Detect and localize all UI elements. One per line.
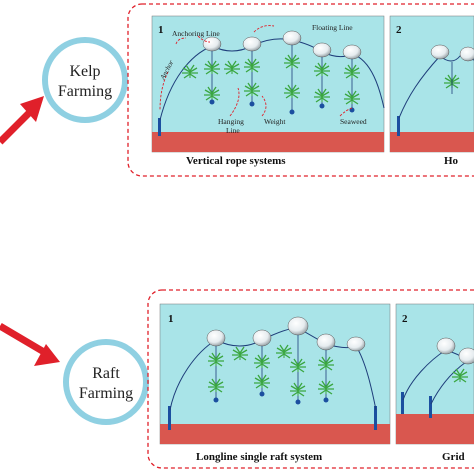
kelp-circle-label-2: Farming xyxy=(58,83,112,100)
buoy xyxy=(430,44,450,60)
buoy xyxy=(342,44,362,60)
raft-pointer-arrow xyxy=(0,322,60,366)
kelp-panel1-caption: Vertical rope systems xyxy=(186,155,286,167)
kelp-panel2-caption: Ho xyxy=(444,155,459,167)
seabed xyxy=(152,132,384,152)
seabed xyxy=(390,132,474,152)
label-floating-line: Floating Line xyxy=(312,23,353,32)
panel-number: 1 xyxy=(168,313,174,325)
kelp-farming-circle: Kelp Farming xyxy=(42,37,128,123)
label-hanging: Hanging xyxy=(218,117,244,126)
buoy xyxy=(459,46,474,62)
buoy xyxy=(287,316,309,336)
anchor-post xyxy=(374,406,377,430)
buoy xyxy=(458,347,474,365)
label-weight: Weight xyxy=(264,117,286,126)
buoy xyxy=(346,336,366,352)
label-line: Line xyxy=(226,126,240,135)
buoy xyxy=(436,337,456,355)
label-seaweed: Seaweed xyxy=(340,117,367,126)
buoy xyxy=(282,30,302,46)
kelp-panel-vertical-rope: 1 xyxy=(151,15,385,153)
raft-panel-longline: 1 xyxy=(159,303,391,445)
kelp-farming-section: Kelp Farming 1 xyxy=(0,3,474,177)
buoy xyxy=(252,329,272,347)
anchor-post xyxy=(401,392,404,414)
raft-panel2-caption: Grid xyxy=(442,451,465,463)
anchor-post xyxy=(168,406,171,430)
raft-farming-section: Raft Farming 1 xyxy=(0,289,474,469)
buoy xyxy=(206,329,226,347)
panel-number: 1 xyxy=(158,24,164,36)
buoy xyxy=(242,36,262,52)
seabed xyxy=(396,414,474,444)
kelp-dashed-frame xyxy=(127,3,474,177)
raft-panel-grid: 2 xyxy=(395,303,474,445)
kelp-panel-horizontal: 2 xyxy=(389,15,474,153)
raft-circle-label-2: Farming xyxy=(79,385,133,402)
label-anchoring-line: Anchoring Line xyxy=(172,29,220,38)
raft-circle-label-1: Raft xyxy=(92,365,120,382)
raft-dashed-frame xyxy=(147,289,474,469)
raft-panel1-caption: Longline single raft system xyxy=(196,451,322,463)
buoy xyxy=(316,333,336,351)
raft-farming-circle: Raft Farming xyxy=(63,339,149,425)
panel-number: 2 xyxy=(402,313,408,325)
kelp-circle-label-1: Kelp xyxy=(69,63,100,80)
panel-number: 2 xyxy=(396,24,402,36)
weights xyxy=(213,391,329,405)
anchor-post xyxy=(158,118,161,136)
kelp-pointer-arrow xyxy=(0,96,44,145)
anchor-post xyxy=(429,396,432,418)
seabed xyxy=(160,424,390,444)
buoy xyxy=(312,42,332,58)
anchor-post xyxy=(397,116,400,136)
buoy xyxy=(202,36,222,52)
